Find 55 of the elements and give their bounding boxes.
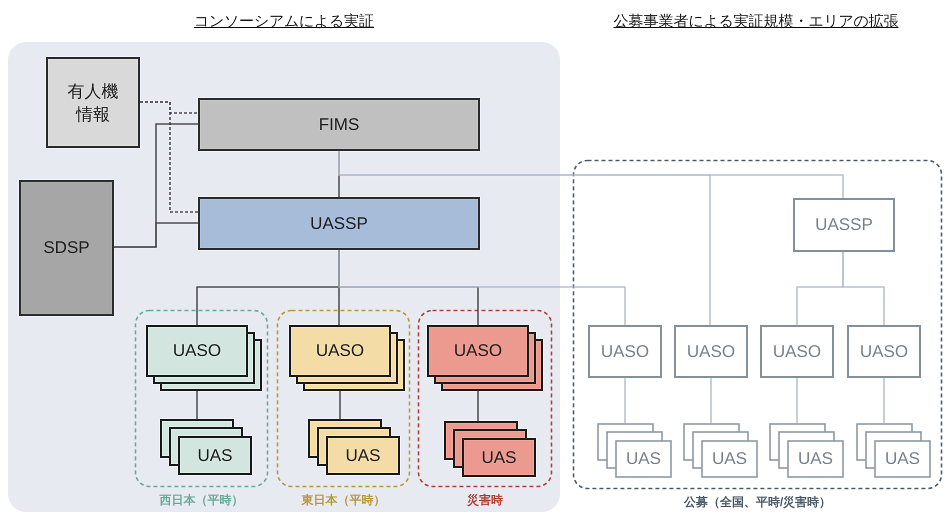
node-label: UASSP: [309, 212, 369, 234]
system-box: [674, 325, 748, 378]
stacked-cards: [289, 325, 405, 391]
connector-line: [624, 378, 626, 423]
node-label: UASO: [772, 340, 822, 362]
node-label: UASO: [314, 340, 366, 362]
system-box: [19, 180, 114, 316]
stacked-cards: [444, 421, 536, 477]
node-label: UAS: [797, 448, 834, 470]
system-box: [760, 325, 834, 378]
node-label: UAS: [344, 444, 382, 466]
stacked-cards: [427, 325, 543, 391]
connector-line: [883, 378, 885, 423]
connector-line: [140, 101, 198, 213]
connector-line: [114, 222, 198, 248]
group-label: 災害時: [466, 492, 504, 508]
node-label: UASO: [172, 340, 222, 362]
group-label: 東日本（平時）: [300, 492, 386, 508]
stacked-cards: [308, 419, 400, 475]
stacked-cards: [160, 419, 252, 475]
system-box: [588, 325, 662, 378]
node-label: UASO: [686, 340, 736, 362]
node-label: UASSP: [814, 214, 874, 236]
system-box: [793, 198, 895, 252]
system-box: [46, 57, 140, 148]
stacked-cards: [146, 325, 262, 391]
node-label: SDSP: [42, 237, 91, 259]
node-label: UAS: [625, 448, 662, 470]
connector-line: [338, 250, 626, 325]
stacked-cards: [597, 423, 672, 478]
section-heading: コンソーシアムによる実証: [193, 12, 375, 32]
node-label: UASO: [452, 340, 504, 362]
connector-line: [796, 378, 798, 423]
connector-line: [196, 391, 198, 419]
section-heading: 公募事業者による実証規模・エリアの拡張: [612, 12, 900, 32]
stacked-cards: [683, 423, 758, 478]
group-label: 公募（全国、平時/災害時）: [682, 494, 832, 510]
system-box: [847, 325, 921, 378]
connector-line: [710, 378, 712, 423]
stacked-cards: [856, 423, 931, 478]
node-label: UAS: [711, 448, 748, 470]
node-label: UASO: [858, 340, 910, 362]
node-label: UAS: [480, 446, 518, 468]
system-box: [198, 197, 480, 250]
node-label: UAS: [884, 448, 921, 470]
system-box: [198, 98, 480, 151]
group-label: 西日本（平時）: [158, 492, 244, 508]
connector-line: [339, 391, 341, 419]
node-label: FIMS: [318, 114, 360, 136]
connector-line: [842, 252, 885, 325]
stacked-cards: [769, 423, 844, 478]
connector-line: [477, 391, 479, 421]
node-label: UASO: [600, 340, 650, 362]
node-label: 有人機情報: [66, 80, 120, 126]
node-label: UAS: [196, 444, 234, 466]
